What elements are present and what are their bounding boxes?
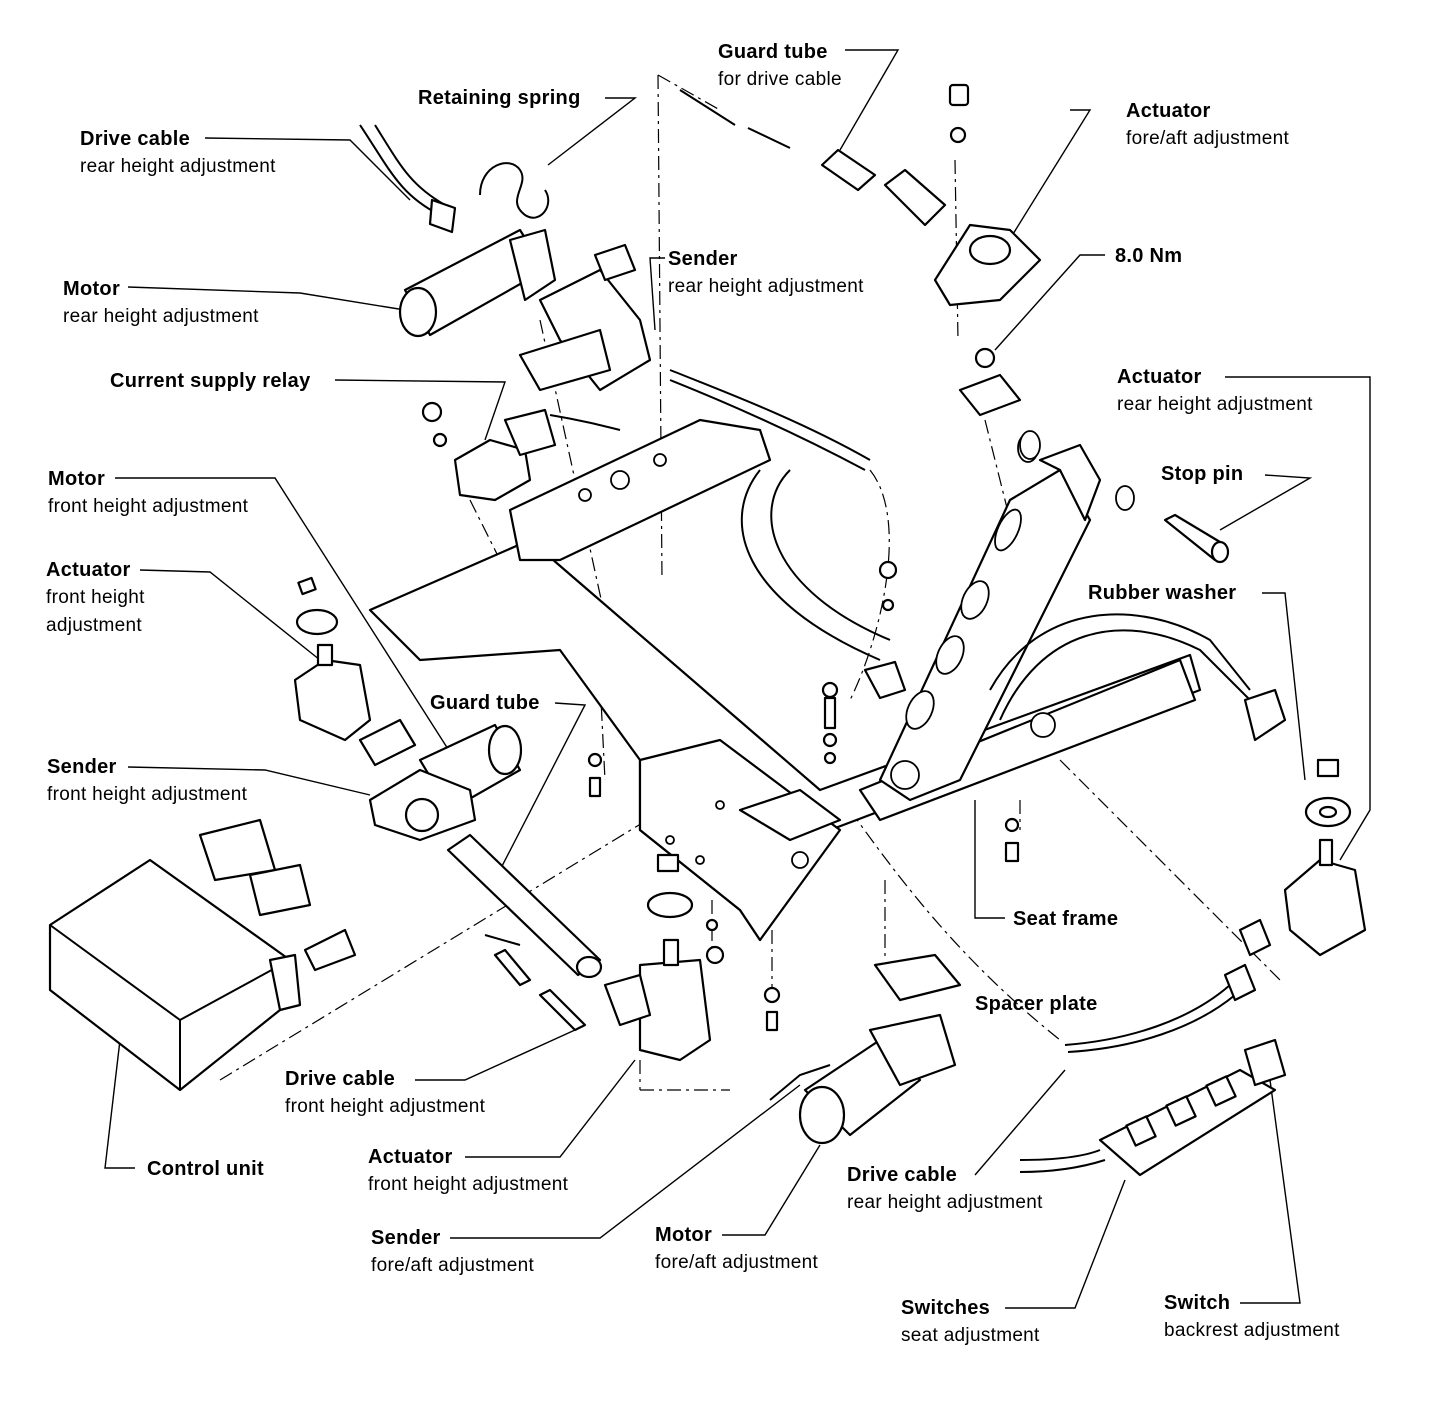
label-drive-cable-rear-top-sub: rear height adjustment (80, 156, 276, 177)
label-actuator-rear-title: Actuator (1117, 366, 1202, 388)
label-actuator-rear: Actuator rear height adjustment (1117, 363, 1313, 419)
label-motor-rear: Motor rear height adjustment (63, 275, 259, 331)
label-guard-tube-mid-title: Guard tube (430, 692, 540, 714)
label-motor-front: Motor front height adjustment (48, 465, 248, 521)
label-switches-seat-sub: seat adjustment (901, 1325, 1040, 1346)
label-guard-tube-top: Guard tube for drive cable (718, 38, 842, 94)
label-stop-pin-title: Stop pin (1161, 463, 1244, 485)
stop-pin (1163, 513, 1230, 564)
switch-assembly (1019, 1038, 1287, 1177)
current-supply-relay (421, 401, 621, 502)
motor-fore-aft (798, 953, 962, 1145)
label-switch-backrest-title: Switch (1164, 1292, 1231, 1314)
sender-rear-height (518, 243, 871, 471)
label-switches-seat: Switches seat adjustment (901, 1294, 1040, 1350)
label-retaining-spring-title: Retaining spring (418, 87, 581, 109)
guard-tube-top (679, 89, 947, 227)
label-sender-foreaft: Sender fore/aft adjustment (371, 1224, 534, 1280)
label-actuator-front-bottom: Actuator front height adjustment (368, 1143, 568, 1199)
control-unit (48, 858, 357, 1092)
label-actuator-rear-sub: rear height adjustment (1117, 394, 1313, 415)
label-drive-cable-front-sub: front height adjustment (285, 1096, 486, 1117)
label-motor-foreaft: Motor fore/aft adjustment (655, 1221, 818, 1277)
label-sender-front: Sender front height adjustment (47, 753, 247, 809)
drive-cable-rear-top (359, 124, 457, 234)
label-drive-cable-rear-top: Drive cable rear height adjustment (80, 125, 276, 181)
label-motor-front-sub: front height adjustment (48, 496, 249, 517)
label-control-unit-title: Control unit (147, 1158, 264, 1180)
leader-lines (104, 49, 1371, 1309)
label-stop-pin: Stop pin (1161, 460, 1243, 488)
label-sender-rear: Sender rear height adjustment (668, 245, 864, 301)
actuator-front-height-left (293, 576, 372, 742)
label-drive-cable-rear-bottom-title: Drive cable (847, 1164, 958, 1186)
label-motor-front-title: Motor (48, 468, 106, 490)
label-drive-cable-rear-top-title: Drive cable (80, 128, 191, 150)
label-spacer-plate-title: Spacer plate (975, 993, 1098, 1015)
label-motor-rear-title: Motor (63, 278, 121, 300)
label-actuator-front-bottom-title: Actuator (368, 1146, 453, 1168)
actuator-rear-height (1238, 758, 1367, 957)
motor-rear-height (398, 228, 557, 338)
label-sender-front-sub: front height adjustment (47, 784, 248, 805)
label-drive-cable-front-title: Drive cable (285, 1068, 396, 1090)
label-switch-backrest: Switch backrest adjustment (1164, 1289, 1340, 1345)
label-actuator-foreaft: Actuator fore/aft adjustment (1126, 97, 1289, 153)
label-guard-tube-top-sub: for drive cable (718, 69, 842, 90)
guard-tube-mid (446, 833, 603, 979)
label-sender-rear-title: Sender (668, 248, 738, 270)
label-actuator-foreaft-title: Actuator (1126, 100, 1211, 122)
drive-cable-front (484, 934, 587, 1032)
label-drive-cable-rear-bottom-sub: rear height adjustment (847, 1192, 1043, 1213)
sender-front-height (198, 768, 477, 917)
label-seat-frame-title: Seat frame (1013, 908, 1119, 930)
rear-tube (740, 469, 1287, 742)
label-rubber-washer: Rubber washer (1088, 579, 1236, 607)
retaining-spring (479, 162, 550, 219)
label-motor-foreaft-sub: fore/aft adjustment (655, 1252, 819, 1273)
label-torque: 8.0 Nm (1115, 242, 1182, 270)
label-current-relay-title: Current supply relay (110, 370, 311, 392)
label-sender-foreaft-sub: fore/aft adjustment (371, 1255, 535, 1276)
label-control-unit: Control unit (147, 1155, 264, 1183)
label-switches-seat-title: Switches (901, 1297, 991, 1319)
label-drive-cable-rear-bottom: Drive cable rear height adjustment (847, 1161, 1043, 1217)
label-sender-foreaft-title: Sender (371, 1227, 441, 1249)
label-actuator-front-bottom-sub: front height adjustment (368, 1174, 569, 1195)
label-rubber-washer-title: Rubber washer (1088, 582, 1237, 604)
label-actuator-front-left-sub2: adjustment (46, 615, 142, 636)
label-motor-rear-sub: rear height adjustment (63, 306, 259, 327)
label-spacer-plate: Spacer plate (975, 990, 1098, 1018)
label-switch-backrest-sub: backrest adjustment (1164, 1320, 1340, 1341)
label-actuator-front-left: Actuator front height adjustment (46, 556, 145, 640)
label-actuator-front-left-title: Actuator (46, 559, 131, 581)
label-motor-foreaft-title: Motor (655, 1224, 713, 1246)
small-hardware (587, 347, 1338, 863)
actuator-front-height-bottom (603, 853, 725, 1062)
label-retaining-spring: Retaining spring (418, 84, 581, 112)
label-guard-tube-top-title: Guard tube (718, 41, 828, 63)
sender-fore-aft (763, 986, 831, 1101)
label-actuator-foreaft-sub: fore/aft adjustment (1126, 128, 1290, 149)
drive-cable-rear-bottom (1064, 963, 1257, 1053)
label-sender-rear-sub: rear height adjustment (668, 276, 864, 297)
label-current-relay: Current supply relay (110, 367, 311, 395)
label-torque-title: 8.0 Nm (1115, 245, 1183, 267)
label-sender-front-title: Sender (47, 756, 117, 778)
label-guard-tube-mid: Guard tube (430, 689, 540, 717)
actuator-fore-aft (933, 83, 1042, 307)
label-actuator-front-left-sub1: front height (46, 587, 145, 608)
label-drive-cable-front: Drive cable front height adjustment (285, 1065, 485, 1121)
label-seat-frame: Seat frame (1013, 905, 1118, 933)
